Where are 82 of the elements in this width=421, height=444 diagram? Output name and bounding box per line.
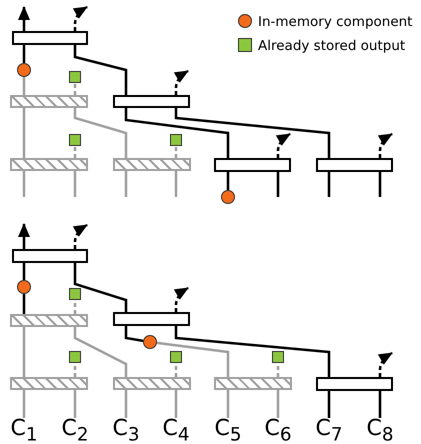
connector-line xyxy=(328,172,330,197)
dashed-output-arrow xyxy=(276,132,291,158)
connector-line xyxy=(174,326,330,377)
dashed-output-arrow xyxy=(72,224,88,249)
connector-line xyxy=(378,172,382,197)
connector-line xyxy=(22,390,26,418)
merge-bar xyxy=(12,31,88,45)
connector-line xyxy=(22,327,26,377)
output-arrow xyxy=(18,223,30,249)
hatched-merge-bar xyxy=(113,158,191,171)
dashed-output-arrow xyxy=(378,132,393,158)
in-memory-dot xyxy=(17,63,31,77)
dashed-line xyxy=(74,300,76,314)
leaf-label: C$_{3}$ xyxy=(106,418,146,444)
connector-line xyxy=(124,171,128,197)
connector-line xyxy=(74,108,128,158)
connector-line xyxy=(124,108,230,158)
leaf-label: C$_{5}$ xyxy=(208,418,248,444)
stored-output-square xyxy=(272,351,284,363)
merge-bar xyxy=(316,158,393,172)
connector-line xyxy=(74,45,128,95)
hatched-merge-bar xyxy=(113,377,191,390)
connector-line xyxy=(74,263,128,312)
connector-line xyxy=(74,390,76,418)
dashed-line xyxy=(74,363,76,377)
dashed-output-arrow xyxy=(378,352,393,377)
hatched-merge-bar xyxy=(10,95,88,108)
connector-line xyxy=(174,171,178,197)
connector-line xyxy=(22,77,26,95)
connector-line xyxy=(22,263,26,280)
dashed-line xyxy=(174,146,178,158)
connector-line xyxy=(22,294,26,314)
hatched-merge-bar xyxy=(10,314,88,327)
stored-output-square xyxy=(69,288,81,300)
connector-line xyxy=(74,327,128,377)
merge-bar xyxy=(113,95,190,108)
dashed-line xyxy=(276,363,280,377)
in-memory-dot xyxy=(143,335,157,349)
connector-line xyxy=(276,390,280,418)
in-memory-dot xyxy=(17,280,31,294)
hatched-merge-bar xyxy=(10,158,88,171)
leaf-label: C$_{8}$ xyxy=(360,418,400,444)
connector-line xyxy=(174,390,178,418)
stored-output-square xyxy=(69,71,81,83)
connector-line xyxy=(124,326,144,342)
dashed-line xyxy=(174,363,178,377)
dashed-output-arrow xyxy=(72,6,88,31)
hatched-merge-bar xyxy=(10,377,88,390)
dashed-line xyxy=(74,83,76,95)
stored-output-square xyxy=(170,134,182,146)
connector-line xyxy=(276,172,280,197)
stored-output-square xyxy=(69,134,81,146)
hatched-merge-bar xyxy=(214,377,292,390)
stored-output-square xyxy=(170,351,182,363)
connector-line xyxy=(22,171,26,197)
connector-line xyxy=(156,342,230,377)
leaf-label: C$_{6}$ xyxy=(258,418,298,444)
connector-line xyxy=(226,172,230,190)
leaf-label: C$_{2}$ xyxy=(55,418,95,444)
output-arrow xyxy=(18,6,30,31)
dashed-output-arrow xyxy=(174,70,189,95)
connector-line xyxy=(226,390,230,418)
connector-line xyxy=(74,171,76,197)
connector-line xyxy=(124,390,128,418)
leaf-label: C$_{1}$ xyxy=(4,418,44,444)
leaf-label: C$_{7}$ xyxy=(309,418,349,444)
legend-label: Already stored output xyxy=(258,37,406,55)
leaf-label: C$_{4}$ xyxy=(156,418,196,444)
dashed-output-arrow xyxy=(174,286,189,312)
legend-label: In-memory component xyxy=(258,13,412,31)
merge-bar xyxy=(214,158,291,172)
merge-bar xyxy=(113,312,190,326)
connector-line xyxy=(22,45,26,63)
connector-line xyxy=(328,391,330,418)
merge-bar xyxy=(12,249,88,263)
connector-line xyxy=(378,391,382,418)
merge-bar xyxy=(316,377,393,391)
dashed-line xyxy=(74,146,76,158)
connector-line xyxy=(22,108,26,158)
connector-line xyxy=(174,108,330,158)
in-memory-dot xyxy=(221,190,235,204)
stored-output-square xyxy=(69,351,81,363)
